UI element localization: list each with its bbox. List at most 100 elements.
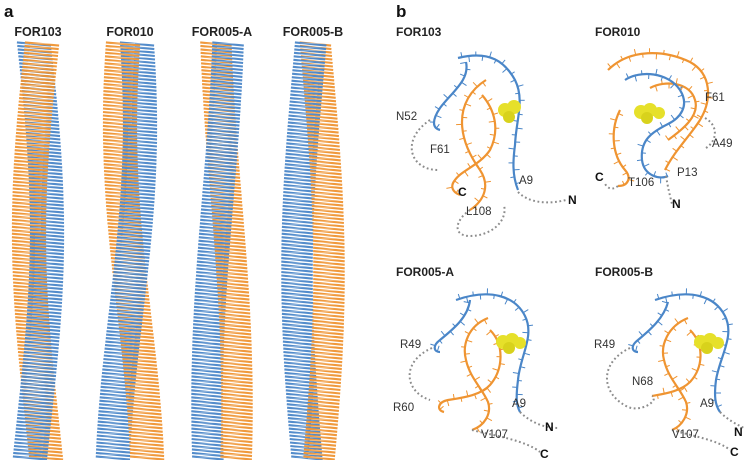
panel-a-letter: a [4, 2, 14, 21]
protofilament-rung-highlight [22, 119, 47, 121]
protofilament-rung [214, 253, 247, 259]
protofilament-rung [122, 83, 157, 89]
protofilament-rung [285, 392, 318, 399]
protofilament-rung-highlight [298, 56, 321, 59]
protofilament-rung-highlight [34, 265, 59, 268]
protofilament-rung [122, 128, 158, 134]
protofilament-rung-highlight [286, 293, 309, 295]
protofilament-rung-highlight [198, 314, 221, 316]
protofilament-rung-highlight [25, 84, 50, 87]
protofilament-rung [129, 451, 165, 458]
protofilament-rung-highlight [16, 230, 42, 233]
protofilament-rung [104, 347, 139, 353]
protofilament-rung [122, 138, 158, 145]
protofilament-rung-highlight [101, 453, 126, 455]
protofilament-rung-highlight [289, 380, 312, 382]
protofilament-rung-highlight [308, 449, 331, 452]
protofilament-rung-highlight [220, 269, 243, 271]
protofilament-rung [12, 180, 48, 186]
protofilament-rung [12, 253, 47, 259]
protofilament-rung-highlight [222, 303, 246, 306]
protofilament-rung [218, 309, 251, 315]
ligand-yellow [694, 333, 724, 354]
protofilament-rung-highlight [216, 56, 239, 59]
protofilament-rung-highlight [225, 356, 248, 358]
protofilament-rung [191, 406, 223, 412]
protofilament-rung-highlight [124, 202, 150, 205]
protofilament-rung-highlight [313, 150, 336, 153]
protofilament-rung [14, 309, 49, 315]
protofilament-rung-highlight [316, 338, 339, 341]
protofilament-rung-highlight [208, 171, 231, 174]
protofilament-rung [312, 239, 345, 245]
protofilament-rung [283, 347, 315, 353]
protofilament-rung [204, 170, 236, 176]
protofilament-rung-highlight [286, 230, 309, 233]
protofilament-rung [281, 288, 314, 294]
protofilament-rung-highlight [101, 436, 126, 438]
protofilament-rung-highlight [25, 81, 50, 83]
protofilament-rung [207, 124, 240, 131]
protofilament-rung-highlight [317, 265, 341, 268]
protofilament-rung-highlight [314, 168, 337, 170]
protofilament-rung-highlight [127, 154, 152, 156]
protofilament-rung-highlight [129, 376, 154, 379]
protofilament-rung-highlight [287, 349, 311, 351]
protofilament-rung-highlight [23, 109, 48, 111]
protofilament-rung [129, 437, 164, 444]
residue-label: R49 [594, 339, 615, 351]
protofilament-rung-highlight [288, 366, 312, 368]
protofilament-rung [286, 138, 319, 145]
protofilament-rung-highlight [202, 244, 226, 247]
protofilament-rung-highlight [23, 408, 48, 410]
protofilament-rung-highlight [196, 436, 219, 438]
protofilament-rung-highlight [197, 321, 221, 323]
protofilament-rung-highlight [210, 147, 233, 149]
protofilament-rung-highlight [201, 265, 224, 268]
protofilament-rung-highlight [201, 269, 224, 271]
protofilament-rung [113, 267, 149, 273]
n-terminus-label: N [568, 193, 577, 207]
protofilament-rung-highlight [222, 293, 245, 295]
protofilament-rung [23, 350, 59, 357]
protofilament-rung-highlight [288, 189, 311, 191]
protofilament-rung-highlight [288, 182, 311, 184]
structure-for010: FOR010 F61 A49 P13 T106 N C [595, 25, 732, 211]
protofilament-rung-highlight [126, 171, 151, 174]
protofilament-rung-highlight [30, 328, 55, 330]
protofilament-rung-highlight [127, 105, 152, 108]
protofilament-rung-highlight [225, 390, 249, 393]
protofilament-rung-highlight [20, 140, 45, 142]
protofilament-rung [107, 319, 143, 325]
protofilament-rung [129, 441, 164, 447]
protofilament-rung-highlight [110, 49, 135, 52]
protofilament-rung-highlight [311, 411, 334, 414]
protofilament-rung-highlight [211, 136, 234, 139]
protofilament-rung-highlight [125, 192, 150, 195]
protofilament-rung-highlight [312, 397, 336, 400]
protofilament-rung-highlight [317, 310, 340, 313]
protofilament-rung [192, 347, 224, 353]
protofilament-rung [121, 69, 156, 75]
protofilament-rung-highlight [317, 296, 340, 299]
protofilament-rung [11, 218, 47, 225]
n-terminus-label: N [672, 197, 681, 211]
protofilament-rung [306, 124, 339, 131]
protofilament-rung-highlight [102, 432, 127, 435]
protofilament-rung [29, 211, 65, 218]
protofilament-rung-highlight [195, 390, 219, 393]
backbone-orange [651, 316, 702, 432]
c-terminus-label: C [458, 185, 467, 199]
protofilament-rung-highlight [118, 272, 143, 275]
protofilament-rung-highlight [223, 314, 246, 316]
backbone-blue [432, 54, 521, 191]
protofilament-rung-highlight [317, 248, 340, 250]
protofilament-rung-highlight [17, 202, 42, 205]
protofilament-rung-highlight [34, 269, 59, 271]
protofilament-rung-highlight [28, 56, 53, 59]
protofilament-rung-highlight [113, 314, 138, 316]
protofilament-rung-highlight [198, 303, 222, 306]
protofilament-rung-highlight [197, 331, 220, 334]
protofilament-rung [99, 392, 135, 399]
protofilament-rung [214, 243, 246, 249]
